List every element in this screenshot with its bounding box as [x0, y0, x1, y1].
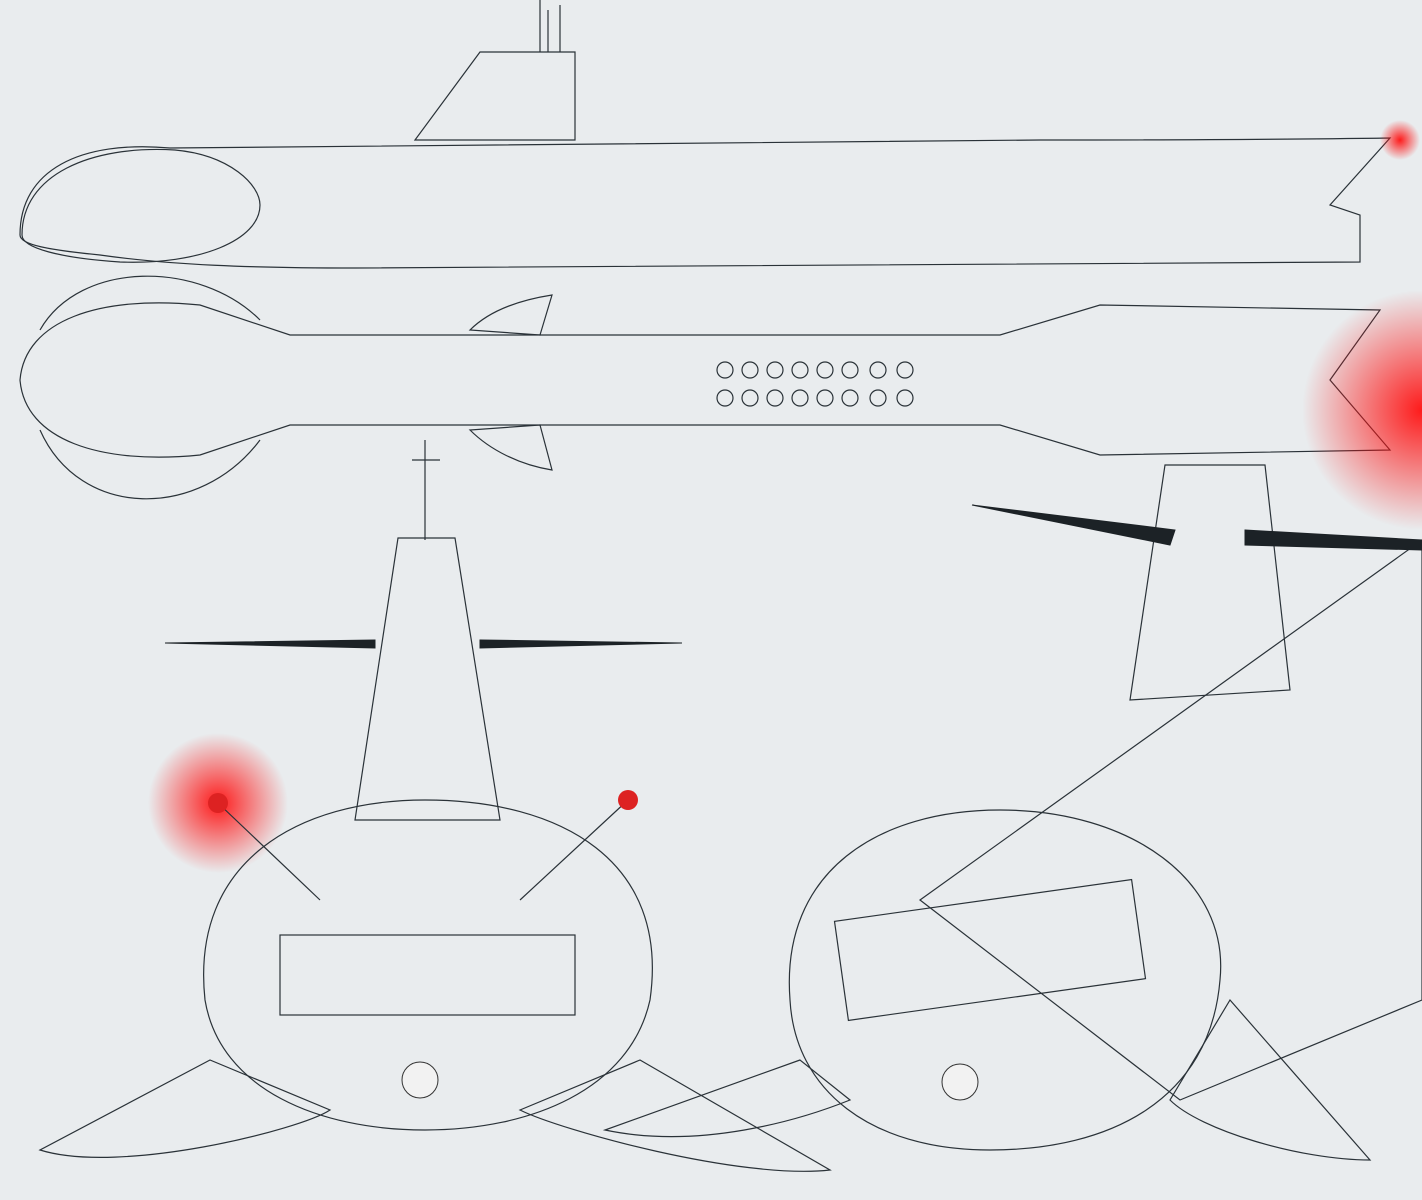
- side-view: [19, 0, 1392, 269]
- bow-fins: [39, 275, 261, 500]
- hydroplanes-perspective: [971, 504, 1422, 551]
- cockpit-window: [279, 934, 576, 1016]
- hull-side: [19, 137, 1392, 269]
- hatch-array: [716, 361, 914, 407]
- red-light-glow: [1380, 120, 1420, 160]
- tower-front: [354, 537, 501, 821]
- red-light-glow: [1302, 290, 1422, 530]
- dome-front: [203, 799, 653, 1131]
- front-view: [38, 440, 832, 1172]
- top-view: [19, 275, 1392, 500]
- side-fins-perspective: [602, 998, 1372, 1161]
- cockpit-window-perspective: [833, 878, 1147, 1022]
- dome-perspective: [788, 809, 1222, 1151]
- periscope: [539, 0, 561, 52]
- conning-tower: [413, 51, 576, 141]
- dorsal-fin: [468, 294, 553, 471]
- perspective-view: [602, 464, 1422, 1161]
- tower-perspective: [1129, 464, 1291, 701]
- antennae: [217, 799, 629, 901]
- hydroplanes: [164, 639, 683, 649]
- headlight-perspective: [941, 1063, 979, 1101]
- hull-top: [19, 302, 1392, 458]
- bow-cockpit: [21, 148, 261, 263]
- mast: [412, 440, 440, 540]
- headlight: [401, 1061, 439, 1099]
- side-fins-front: [38, 1059, 832, 1172]
- hull-perspective: [918, 539, 1422, 1101]
